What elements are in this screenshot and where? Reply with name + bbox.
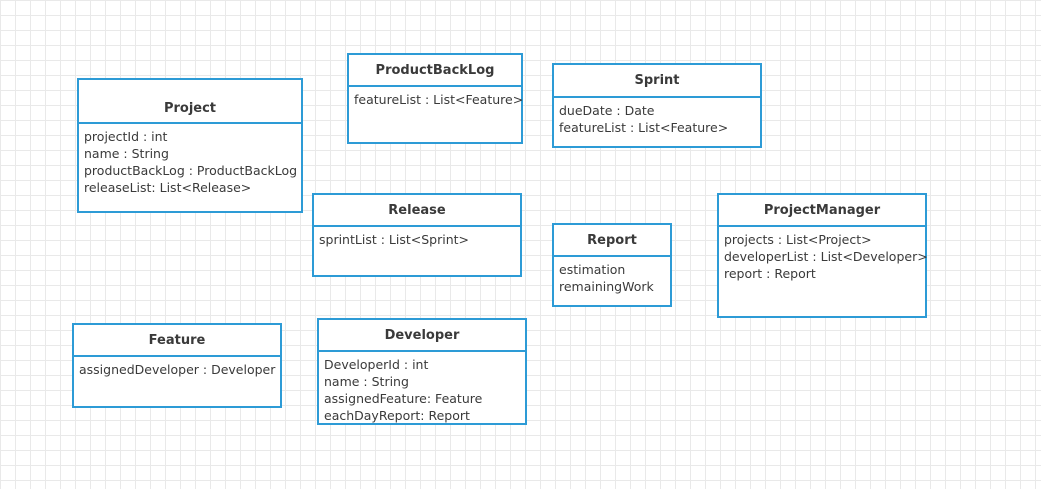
class-projectmanager-title: ProjectManager bbox=[719, 195, 925, 227]
attribute: name : String bbox=[324, 374, 409, 389]
class-developer-title: Developer bbox=[319, 320, 525, 352]
attribute: report : Report bbox=[724, 266, 816, 281]
class-productbacklog[interactable]: ProductBackLog featureList : List<Featur… bbox=[347, 53, 523, 144]
attribute: assignedFeature: Feature bbox=[324, 391, 483, 406]
attribute: eachDayReport: Report bbox=[324, 408, 470, 423]
class-developer[interactable]: Developer DeveloperId : int name : Strin… bbox=[317, 318, 527, 425]
class-feature-title: Feature bbox=[74, 325, 280, 357]
attribute: estimation bbox=[559, 262, 626, 277]
class-sprint-title: Sprint bbox=[554, 65, 760, 98]
attribute: productBackLog : ProductBackLog bbox=[84, 163, 298, 178]
class-projectmanager-attributes: projects : List<Project> developerList :… bbox=[719, 227, 928, 316]
attribute: developerList : List<Developer> bbox=[724, 249, 928, 264]
class-sprint[interactable]: Sprint dueDate : Date featureList : List… bbox=[552, 63, 762, 148]
class-project-attributes: projectId : int name : String productBac… bbox=[79, 124, 301, 211]
class-projectmanager[interactable]: ProjectManager projects : List<Project> … bbox=[717, 193, 928, 318]
class-report[interactable]: Report estimation remainingWork bbox=[552, 223, 672, 307]
class-project-title: Project bbox=[79, 80, 301, 124]
class-release[interactable]: Release sprintList : List<Sprint> bbox=[312, 193, 522, 277]
class-report-attributes: estimation remainingWork bbox=[554, 257, 670, 305]
class-productbacklog-title: ProductBackLog bbox=[349, 55, 521, 87]
class-feature-attributes: assignedDeveloper : Developer bbox=[74, 357, 280, 406]
attribute: DeveloperId : int bbox=[324, 357, 429, 372]
class-release-attributes: sprintList : List<Sprint> bbox=[314, 227, 520, 275]
attribute: featureList : List<Feature> bbox=[354, 92, 524, 107]
class-feature[interactable]: Feature assignedDeveloper : Developer bbox=[72, 323, 282, 408]
attribute: featureList : List<Feature> bbox=[559, 120, 729, 135]
attribute: dueDate : Date bbox=[559, 103, 655, 118]
attribute: name : String bbox=[84, 146, 169, 161]
class-report-title: Report bbox=[554, 225, 670, 257]
class-developer-attributes: DeveloperId : int name : String assigned… bbox=[319, 352, 525, 428]
attribute: sprintList : List<Sprint> bbox=[319, 232, 469, 247]
attribute: assignedDeveloper : Developer bbox=[79, 362, 276, 377]
class-project[interactable]: Project projectId : int name : String pr… bbox=[77, 78, 303, 213]
class-release-title: Release bbox=[314, 195, 520, 227]
class-productbacklog-attributes: featureList : List<Feature> bbox=[349, 87, 524, 142]
attribute: releaseList: List<Release> bbox=[84, 180, 252, 195]
attribute: projects : List<Project> bbox=[724, 232, 872, 247]
attribute: projectId : int bbox=[84, 129, 168, 144]
attribute: remainingWork bbox=[559, 279, 654, 294]
class-sprint-attributes: dueDate : Date featureList : List<Featur… bbox=[554, 98, 760, 146]
